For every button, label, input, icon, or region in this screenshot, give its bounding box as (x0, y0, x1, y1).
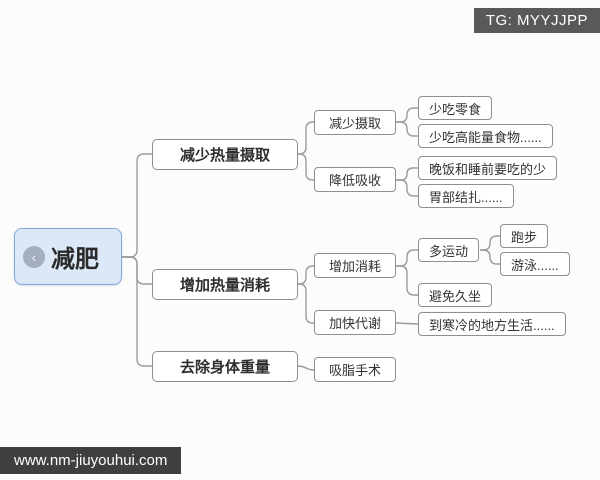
node-increase-calorie-burn[interactable]: 增加热量消耗 (152, 269, 298, 300)
node-remove-body-weight[interactable]: 去除身体重量 (152, 351, 298, 382)
node-eat-less-dinner-before-bed[interactable]: 晚饭和睡前要吃的少 (418, 156, 558, 180)
root-label: 减肥 (51, 246, 99, 273)
node-liposuction[interactable]: 吸脂手术 (314, 357, 396, 382)
node-running[interactable]: 跑步 (500, 224, 549, 248)
watermark-url: www.nm-jiuyouhui.com (0, 447, 182, 474)
node-reduce-calorie-intake[interactable]: 减少热量摄取 (152, 139, 298, 170)
node-live-in-cold-place[interactable]: 到寒冷的地方生活...... (418, 312, 566, 336)
node-more-exercise[interactable]: 多运动 (418, 238, 480, 262)
node-reduce-intake[interactable]: 减少摄取 (314, 110, 396, 135)
node-reduce-absorption[interactable]: 降低吸收 (314, 167, 396, 192)
node-eat-less-high-energy-food[interactable]: 少吃高能量食物...... (418, 124, 553, 148)
node-gastric-banding[interactable]: 胃部结扎...... (418, 184, 514, 208)
telegram-badge: TG: MYYJJPP (473, 8, 600, 33)
node-eat-less-snacks[interactable]: 少吃零食 (418, 96, 493, 120)
node-root-weight-loss[interactable]: ‹ 减肥 (14, 228, 122, 285)
node-speed-up-metabolism[interactable]: 加快代谢 (314, 310, 396, 335)
node-avoid-prolonged-sitting[interactable]: 避免久坐 (418, 283, 493, 307)
node-swimming[interactable]: 游泳...... (500, 252, 570, 276)
collapse-button[interactable]: ‹ (23, 245, 45, 268)
node-increase-consumption[interactable]: 增加消耗 (314, 253, 396, 278)
